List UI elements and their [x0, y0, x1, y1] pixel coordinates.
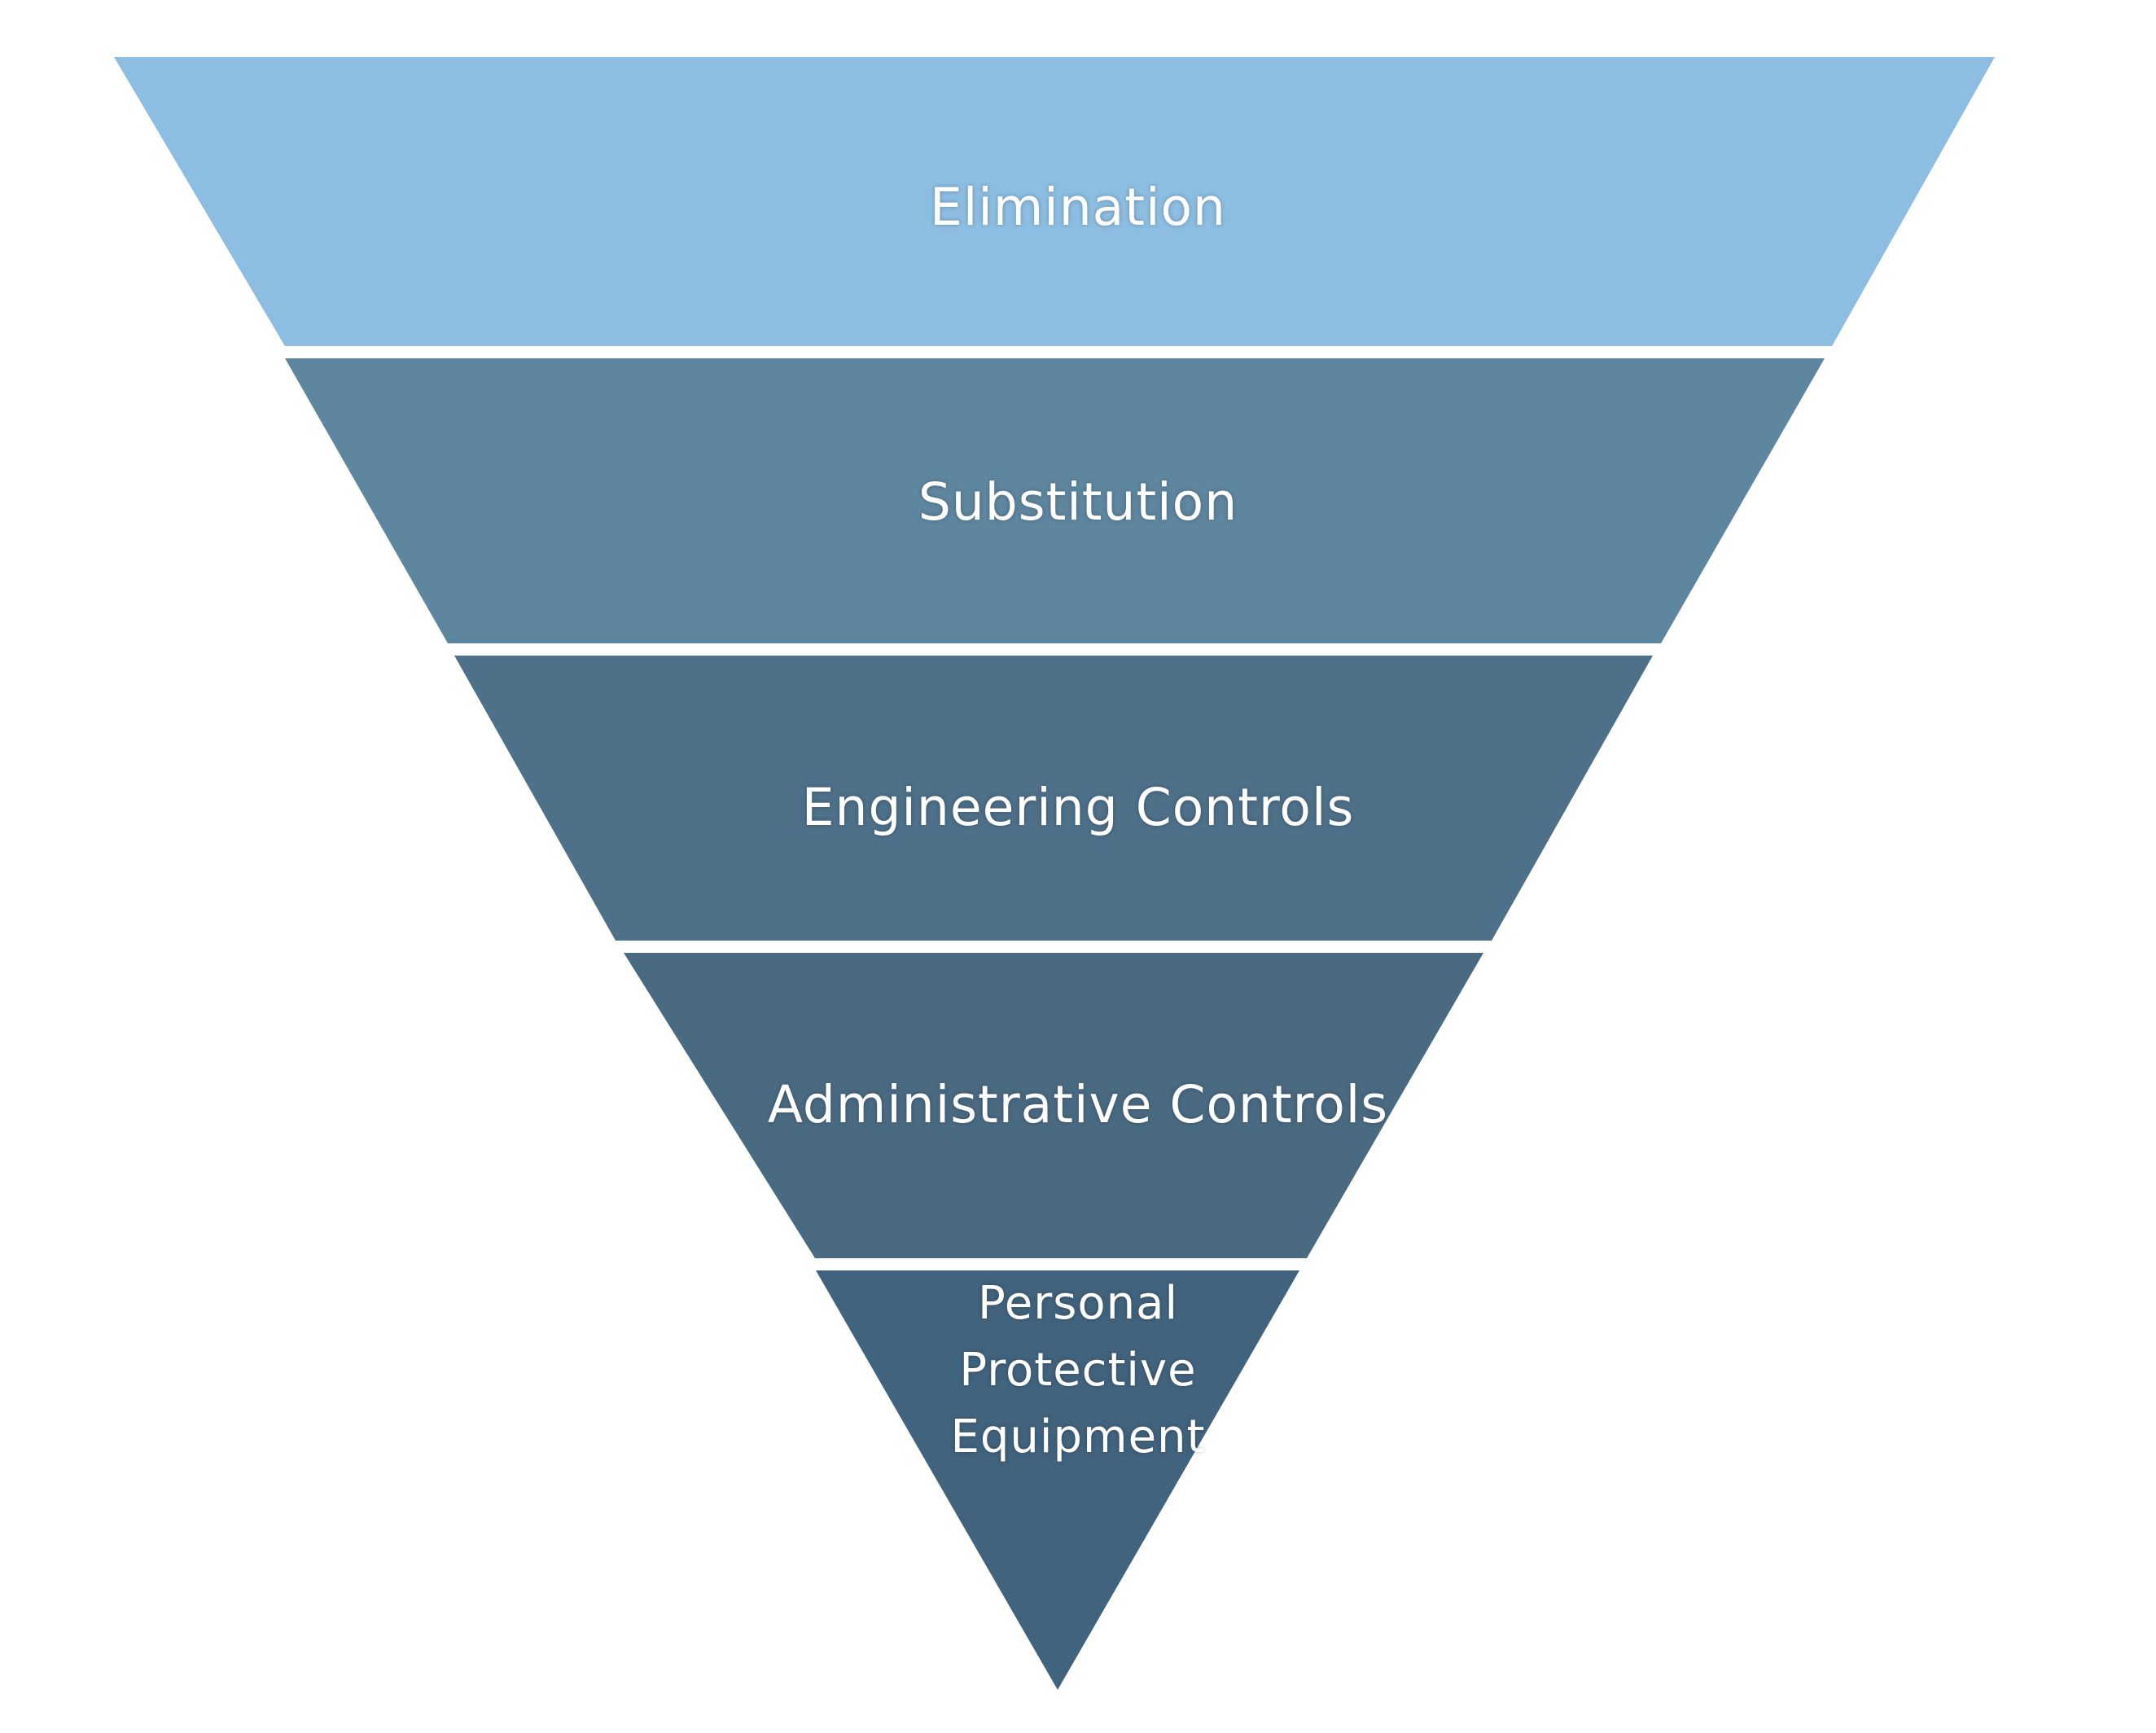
tier-ppe-label-line-1: Personal — [977, 1277, 1179, 1330]
tier-elimination-label: Elimination — [930, 178, 1226, 237]
tier-substitution-label: Substitution — [918, 472, 1238, 532]
tier-ppe-shape — [816, 1270, 1299, 1690]
tier-elimination-shape — [114, 57, 1995, 346]
tier-administrative-controls-shape — [624, 953, 1483, 1258]
tier-administrative-controls-label: Administrative Controls — [767, 1075, 1389, 1134]
tier-ppe-label: Personal Protective Equipment — [0, 1270, 2156, 1471]
tier-substitution-shape — [285, 358, 1825, 643]
tier-engineering-controls-label: Engineering Controls — [801, 778, 1355, 837]
tier-engineering-controls-shape — [454, 656, 1653, 941]
tier-ppe-label-line-2: Protective — [959, 1344, 1197, 1397]
tier-ppe-label-line-3: Equipment — [950, 1411, 1206, 1463]
